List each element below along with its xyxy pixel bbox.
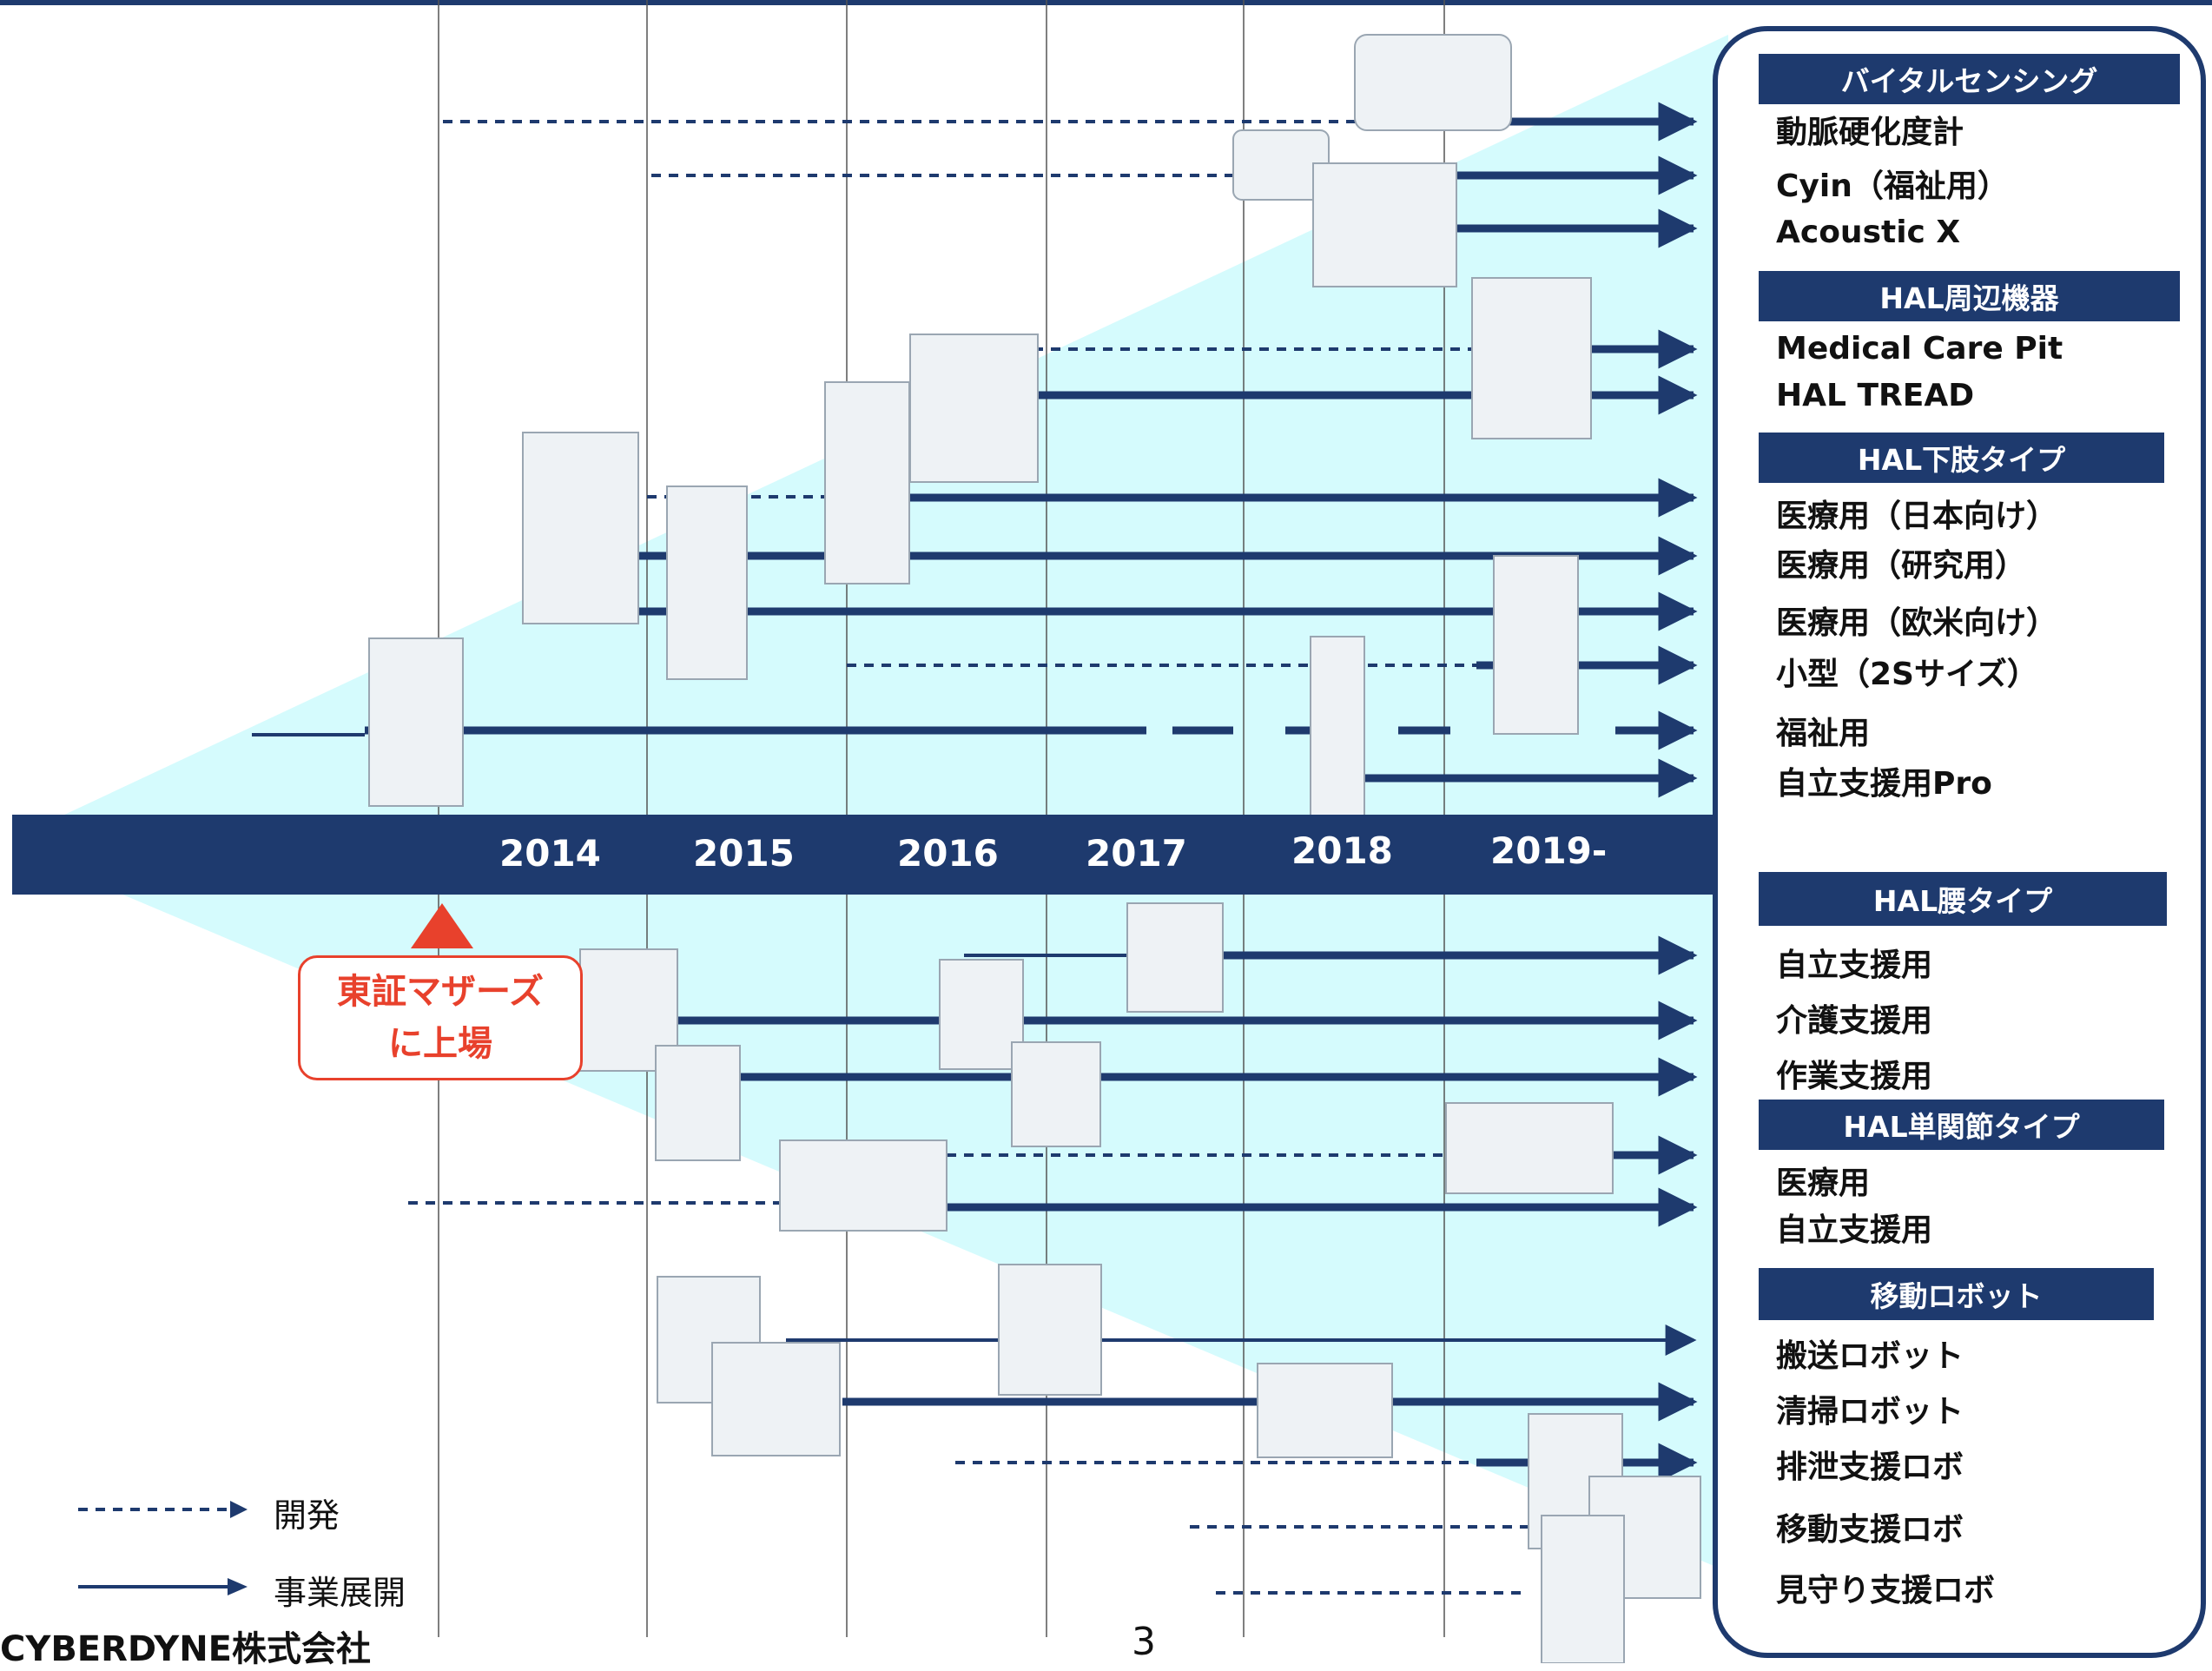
legend-development: 開発 xyxy=(274,1496,340,1535)
item-arteriosclerosis-meter: 動脈硬化度計 xyxy=(1776,115,1964,150)
hal-lower-2016-image xyxy=(824,381,910,585)
item-acoustic-x: Acoustic X xyxy=(1776,215,1961,250)
hal-lower-welfare-image xyxy=(368,637,464,807)
year-2017: 2017 xyxy=(1086,832,1187,875)
vital-sensor-image xyxy=(1354,34,1512,131)
hal-single-joint-1-image xyxy=(779,1139,948,1232)
item-cleaning-robot: 清掃ロボット xyxy=(1776,1394,1964,1430)
callout-line2: に上場 xyxy=(388,1024,492,1064)
hal-small-image xyxy=(1493,555,1579,735)
item-watch-robot: 見守り支援ロボ xyxy=(1776,1573,1996,1608)
growth-cone xyxy=(61,35,1728,1572)
year-2014: 2014 xyxy=(499,832,601,875)
section-hal-single-joint: HAL単関節タイプ xyxy=(1759,1100,2164,1150)
item-medical-japan: 医療用（日本向け） xyxy=(1776,499,2058,534)
section-hal-peripherals: HAL周辺機器 xyxy=(1759,271,2180,321)
section-hal-lumbar: HAL腰タイプ xyxy=(1759,872,2167,926)
hal-tread-image xyxy=(1471,277,1592,439)
item-lumbar-care: 介護支援用 xyxy=(1776,1003,1933,1039)
hal-single-joint-2-image xyxy=(1445,1102,1614,1194)
item-medical-western: 医療用（欧米向け） xyxy=(1776,605,2058,641)
hal-lower-2015-image xyxy=(666,485,748,680)
item-hal-tread: HAL TREAD xyxy=(1776,378,1975,413)
year-2016: 2016 xyxy=(897,832,999,875)
hal-lumbar-3-image xyxy=(1126,902,1224,1013)
section-hal-lower-limb: HAL下肢タイプ xyxy=(1759,433,2164,483)
company-name: CYBERDYNE株式会社 xyxy=(0,1629,371,1669)
hal-lower-2014-image xyxy=(522,432,639,624)
item-mobility-robot: 移動支援ロボ xyxy=(1776,1512,1964,1548)
legend-business: 事業展開 xyxy=(274,1574,406,1612)
year-2015: 2015 xyxy=(693,832,795,875)
year-2019: 2019- xyxy=(1490,829,1608,872)
item-lumbar-work: 作業支援用 xyxy=(1776,1059,1933,1094)
hal-pro-image xyxy=(1310,636,1365,822)
item-transport-robot: 搬送ロボット xyxy=(1776,1338,1964,1374)
item-welfare: 福祉用 xyxy=(1776,716,1871,751)
item-independence-pro: 自立支援用Pro xyxy=(1776,766,1992,802)
item-cyin: Cyin（福祉用） xyxy=(1776,168,2009,204)
listing-marker xyxy=(411,903,473,948)
item-lumbar-independence: 自立支援用 xyxy=(1776,948,1933,983)
timeline-bar xyxy=(12,815,1732,895)
item-single-medical: 医療用 xyxy=(1776,1166,1871,1201)
section-vital-sensing: バイタルセンシング xyxy=(1759,54,2180,104)
section-mobile-robot: 移動ロボット xyxy=(1759,1268,2154,1320)
mobility-robot-image xyxy=(1257,1363,1393,1458)
item-excretion-robot: 排泄支援ロボ xyxy=(1776,1450,1964,1485)
hal-lumbar-5-image xyxy=(1011,1041,1101,1147)
acoustic-x-image xyxy=(1312,162,1457,287)
cleaning-robot-image xyxy=(711,1342,841,1456)
page-number: 3 xyxy=(1132,1620,1156,1664)
hal-lumbar-4-image xyxy=(655,1045,741,1161)
year-2018: 2018 xyxy=(1291,829,1393,872)
excretion-robot-image xyxy=(998,1264,1102,1396)
item-medical-research: 医療用（研究用） xyxy=(1776,548,2027,584)
product-images xyxy=(368,34,1701,1663)
item-small-2s: 小型（2Sサイズ） xyxy=(1776,657,2038,692)
watch-robot-image-3 xyxy=(1541,1515,1625,1663)
medical-care-pit-image xyxy=(909,334,1039,483)
item-single-independence: 自立支援用 xyxy=(1776,1212,1933,1248)
listing-callout: 東証マザーズ に上場 xyxy=(298,955,583,1080)
item-medical-care-pit: Medical Care Pit xyxy=(1776,331,2063,367)
development-lines xyxy=(408,120,1529,1595)
hal-lumbar-2-image xyxy=(939,959,1024,1070)
callout-line1: 東証マザーズ xyxy=(337,972,544,1012)
